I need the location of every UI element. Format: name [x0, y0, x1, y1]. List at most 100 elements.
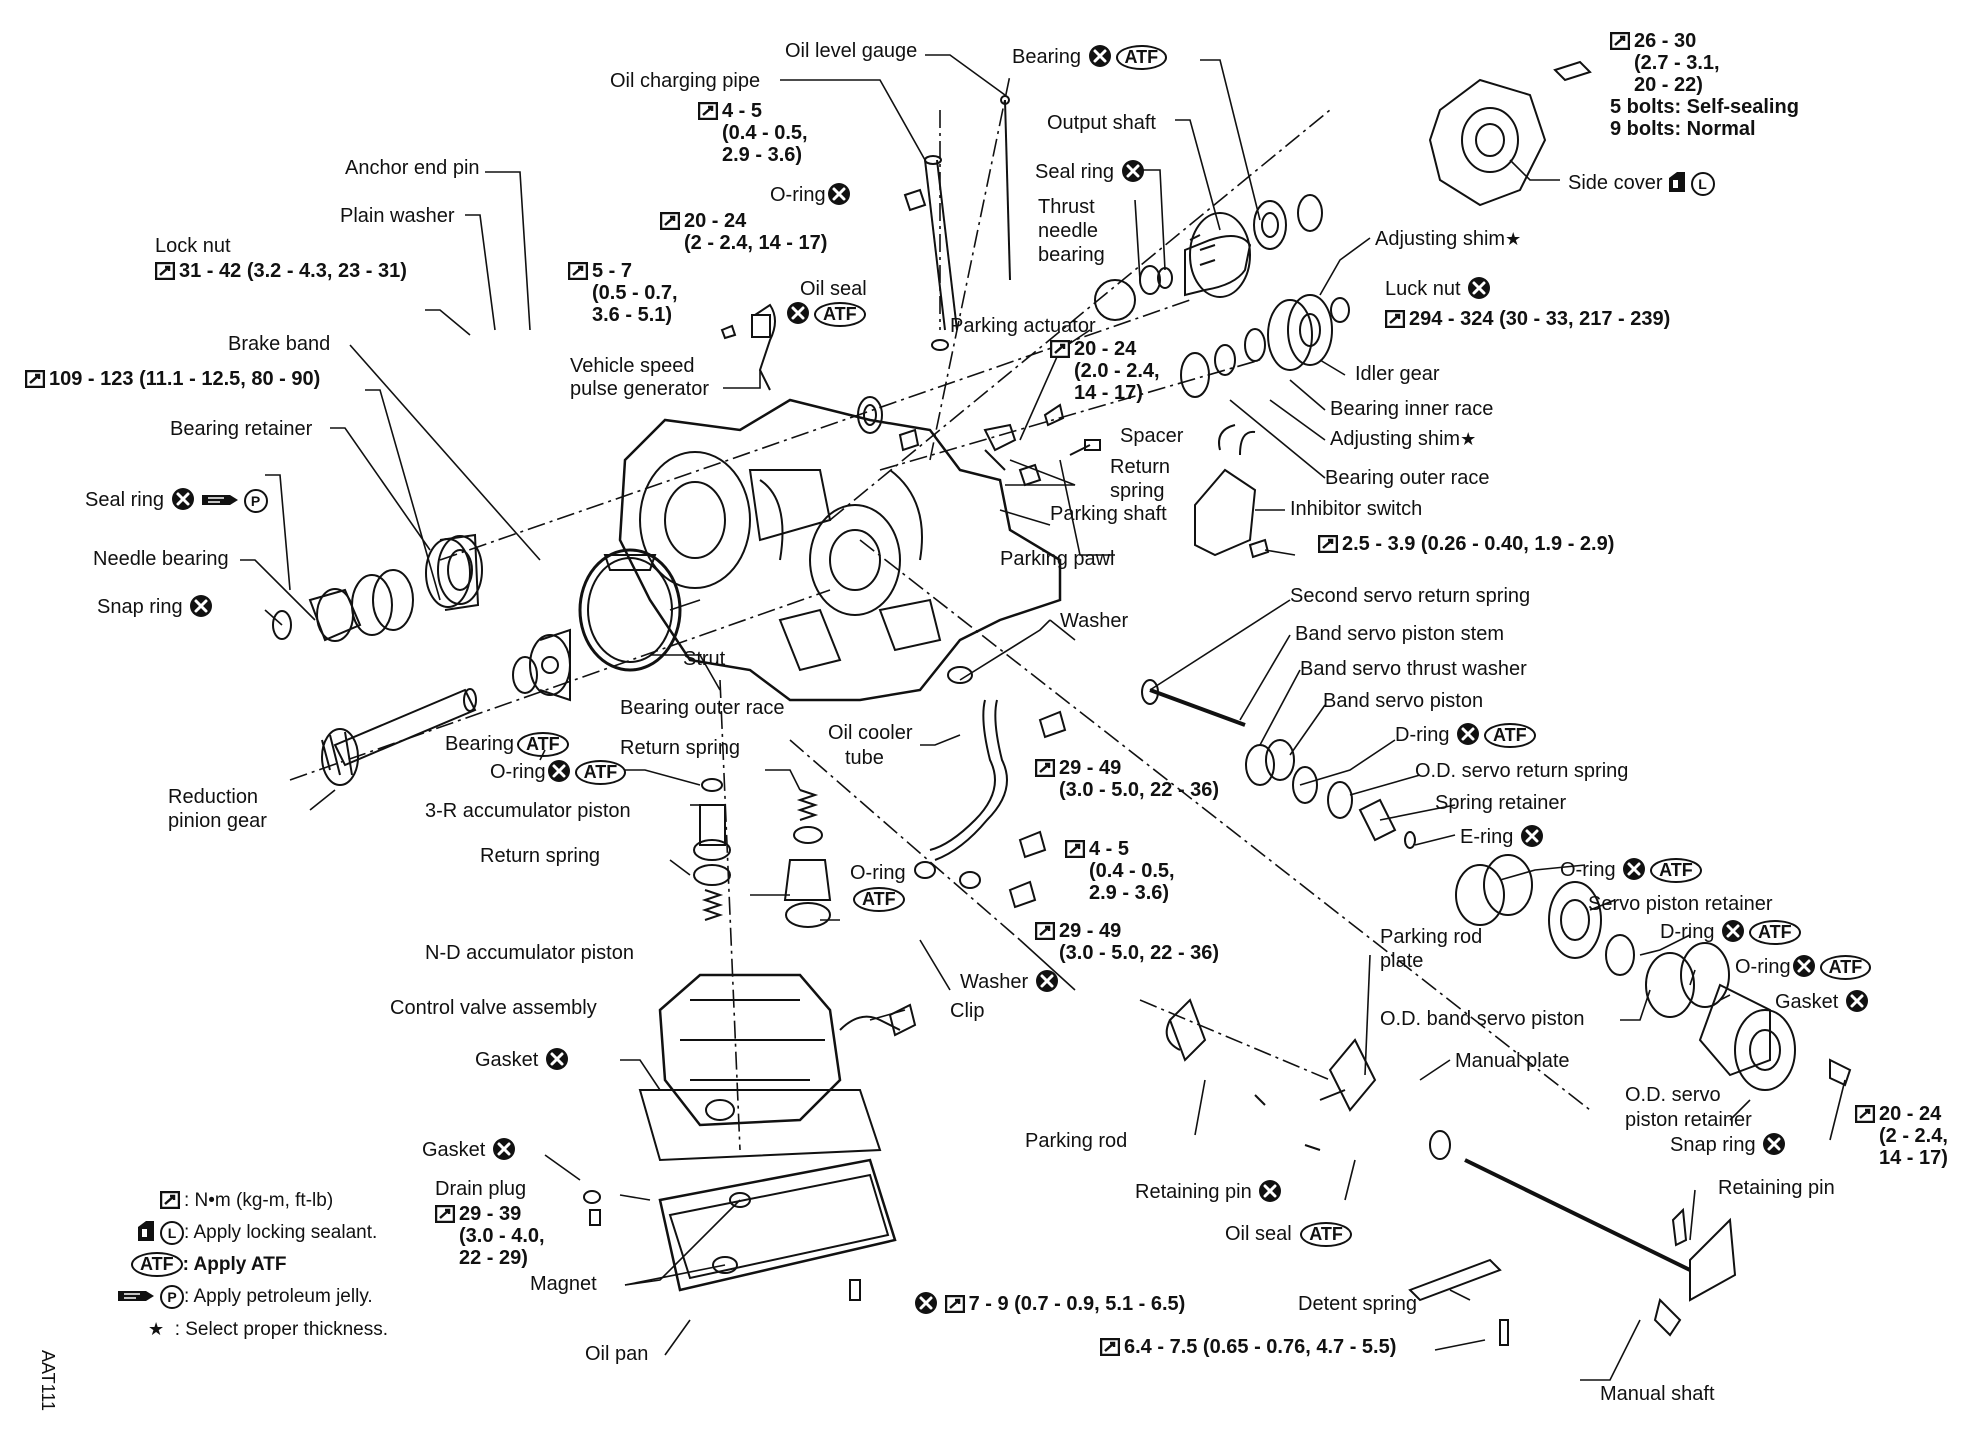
torque-icon — [1855, 1105, 1875, 1123]
atf-icon: ATF — [1650, 858, 1702, 883]
pulse-generator-art — [720, 303, 920, 452]
luck-nut-label: Luck nut — [1385, 277, 1492, 301]
atf-icon: ATF — [1115, 45, 1168, 70]
retaining-pin-mid-label: Retaining pin — [1135, 1180, 1283, 1204]
return-spring-parking-label: Return spring — [1110, 456, 1171, 502]
oil-cooler-label-1: Oil cooler — [828, 722, 913, 744]
replace-x-icon — [1259, 1180, 1281, 1202]
reduction-label-2: pinion gear — [168, 810, 267, 832]
replace-x-icon — [1763, 1133, 1785, 1155]
idler-gear-label: Idler gear — [1355, 363, 1440, 385]
vehicle-speed-label-1: Vehicle speed — [570, 355, 695, 377]
torque-icon — [1035, 759, 1055, 777]
bearing-outer-race-left-label: Bearing outer race — [620, 697, 785, 719]
replace-x-icon — [1468, 277, 1490, 299]
o-ring-nd-mark: ATF — [850, 887, 905, 912]
legend: : N•m (kg-m, ft-lb) L: Apply locking sea… — [118, 1185, 388, 1346]
torque-luck-nut: 294 - 324 (30 - 33, 217 - 239) — [1385, 308, 1670, 331]
locking-sealant-icon — [138, 1221, 154, 1241]
d-ring-2-label: D-ring ATF — [1660, 920, 1801, 945]
gasket-servo-label: Gasket — [1775, 990, 1870, 1014]
atf-icon: ATF — [814, 302, 866, 327]
replace-x-icon — [1722, 920, 1744, 942]
replace-x-icon — [1457, 723, 1479, 745]
torque-icon — [568, 262, 588, 280]
manual-shaft-art — [1165, 998, 1737, 1346]
torque-icon — [25, 370, 45, 388]
atf-icon: ATF — [516, 732, 569, 757]
clip-label: Clip — [950, 1000, 985, 1022]
torque-icon — [1050, 340, 1070, 358]
torque-servo-retainer: 20 - 24 (2 - 2.4, 14 - 17) — [1855, 1103, 1948, 1169]
idler-gear-art — [1180, 294, 1350, 398]
bearing-assembly-art — [512, 628, 571, 702]
replace-x-icon — [1846, 990, 1868, 1012]
transmission-case — [618, 398, 1062, 702]
replace-x-icon — [1793, 955, 1815, 977]
replace-x-icon — [1122, 160, 1144, 182]
torque-oil-gauge: 20 - 24 (2 - 2.4, 14 - 17) — [660, 210, 827, 254]
atf-icon: ATF — [1300, 1222, 1352, 1247]
adjusting-shim-top-label: Adjusting shim★ — [1375, 228, 1522, 250]
replace-x-icon — [1623, 858, 1645, 880]
atf-icon: ATF — [131, 1252, 183, 1277]
parking-mechanism-art — [983, 403, 1101, 487]
torque-pan-bolt: 7 - 9 (0.7 - 0.9, 5.1 - 6.5) — [913, 1292, 1185, 1316]
anchor-end-pin-label: Anchor end pin — [345, 157, 480, 179]
brake-band-art — [578, 548, 682, 672]
atf-icon: ATF — [853, 887, 905, 912]
legend-atf: ATF: Apply ATF — [128, 1249, 388, 1281]
output-shaft-label: Output shaft — [1047, 112, 1156, 134]
bearing-top-label: Bearing ATF — [1012, 45, 1168, 70]
lock-nut-label: Lock nut — [155, 235, 231, 257]
oil-seal-top-marks: ATF — [785, 302, 866, 327]
replace-x-icon — [172, 488, 194, 510]
drain-plug-label: Drain plug — [435, 1178, 527, 1200]
torque-oil-charging-pipe: 4 - 5 (0.4 - 0.5, 2.9 - 3.6) — [698, 100, 808, 166]
parking-pawl-label: Parking pawl — [1000, 548, 1115, 570]
replace-x-icon — [787, 302, 809, 324]
seal-ring-top-label: Seal ring — [1035, 160, 1146, 184]
washer-bottom-label: Washer — [960, 970, 1060, 994]
petroleum-jelly-icon — [201, 495, 238, 505]
torque-detent: 6.4 - 7.5 (0.65 - 0.76, 4.7 - 5.5) — [1100, 1336, 1396, 1359]
torque-cooler-top: 29 - 49 (3.0 - 5.0, 22 - 36) — [1035, 757, 1219, 801]
side-cover-art — [1428, 60, 1592, 207]
band-servo-washer-label: Band servo thrust washer — [1300, 658, 1527, 680]
torque-parking-actuator: 20 - 24 (2.0 - 2.4, 14 - 17) — [1050, 338, 1160, 404]
legend-thickness: ★ : Select proper thickness. — [148, 1319, 389, 1340]
od-servo-spring-label: O.D. servo return spring — [1415, 760, 1629, 782]
plain-washer-label: Plain washer — [340, 205, 455, 227]
torque-icon — [155, 262, 175, 280]
oil-seal-top-label: Oil seal — [800, 278, 867, 300]
e-ring-label: E-ring — [1460, 825, 1545, 849]
nd-accum-label: N-D accumulator piston — [425, 942, 634, 964]
legend-torque: : N•m (kg-m, ft-lb) — [160, 1185, 388, 1217]
retaining-pin-right-label: Retaining pin — [1718, 1177, 1835, 1199]
leader-lines — [240, 54, 1846, 1381]
locking-sealant-icon — [1668, 172, 1685, 192]
replace-x-icon — [1036, 970, 1058, 992]
parking-rod-label: Parking rod — [1025, 1130, 1128, 1152]
replace-x-icon — [493, 1138, 515, 1160]
replace-x-icon — [190, 595, 212, 617]
inhibitor-switch-label: Inhibitor switch — [1290, 498, 1423, 520]
torque-icon — [435, 1205, 455, 1223]
torque-anchor: 109 - 123 (11.1 - 12.5, 80 - 90) — [25, 368, 320, 391]
torque-side-cover: 26 - 30 (2.7 - 3.1, 20 - 22) 5 bolts: Se… — [1610, 30, 1799, 140]
od-servo-retainer-label: O.D. servo piston retainer — [1625, 1084, 1752, 1131]
torque-cooler-bottom: 29 - 49 (3.0 - 5.0, 22 - 36) — [1035, 920, 1219, 964]
od-band-servo-label: O.D. band servo piston — [1380, 1008, 1585, 1030]
accumulator-art — [693, 778, 832, 928]
band-servo-piston-label: Band servo piston — [1323, 690, 1484, 712]
replace-x-icon — [1521, 825, 1543, 847]
bearing-retainer-label: Bearing retainer — [170, 418, 313, 440]
torque-icon — [660, 212, 680, 230]
torque-icon — [1065, 840, 1085, 858]
adjusting-shim-mid-label: Adjusting shim★ — [1330, 428, 1477, 450]
parking-actuator-label: Parking actuator — [950, 315, 1096, 337]
